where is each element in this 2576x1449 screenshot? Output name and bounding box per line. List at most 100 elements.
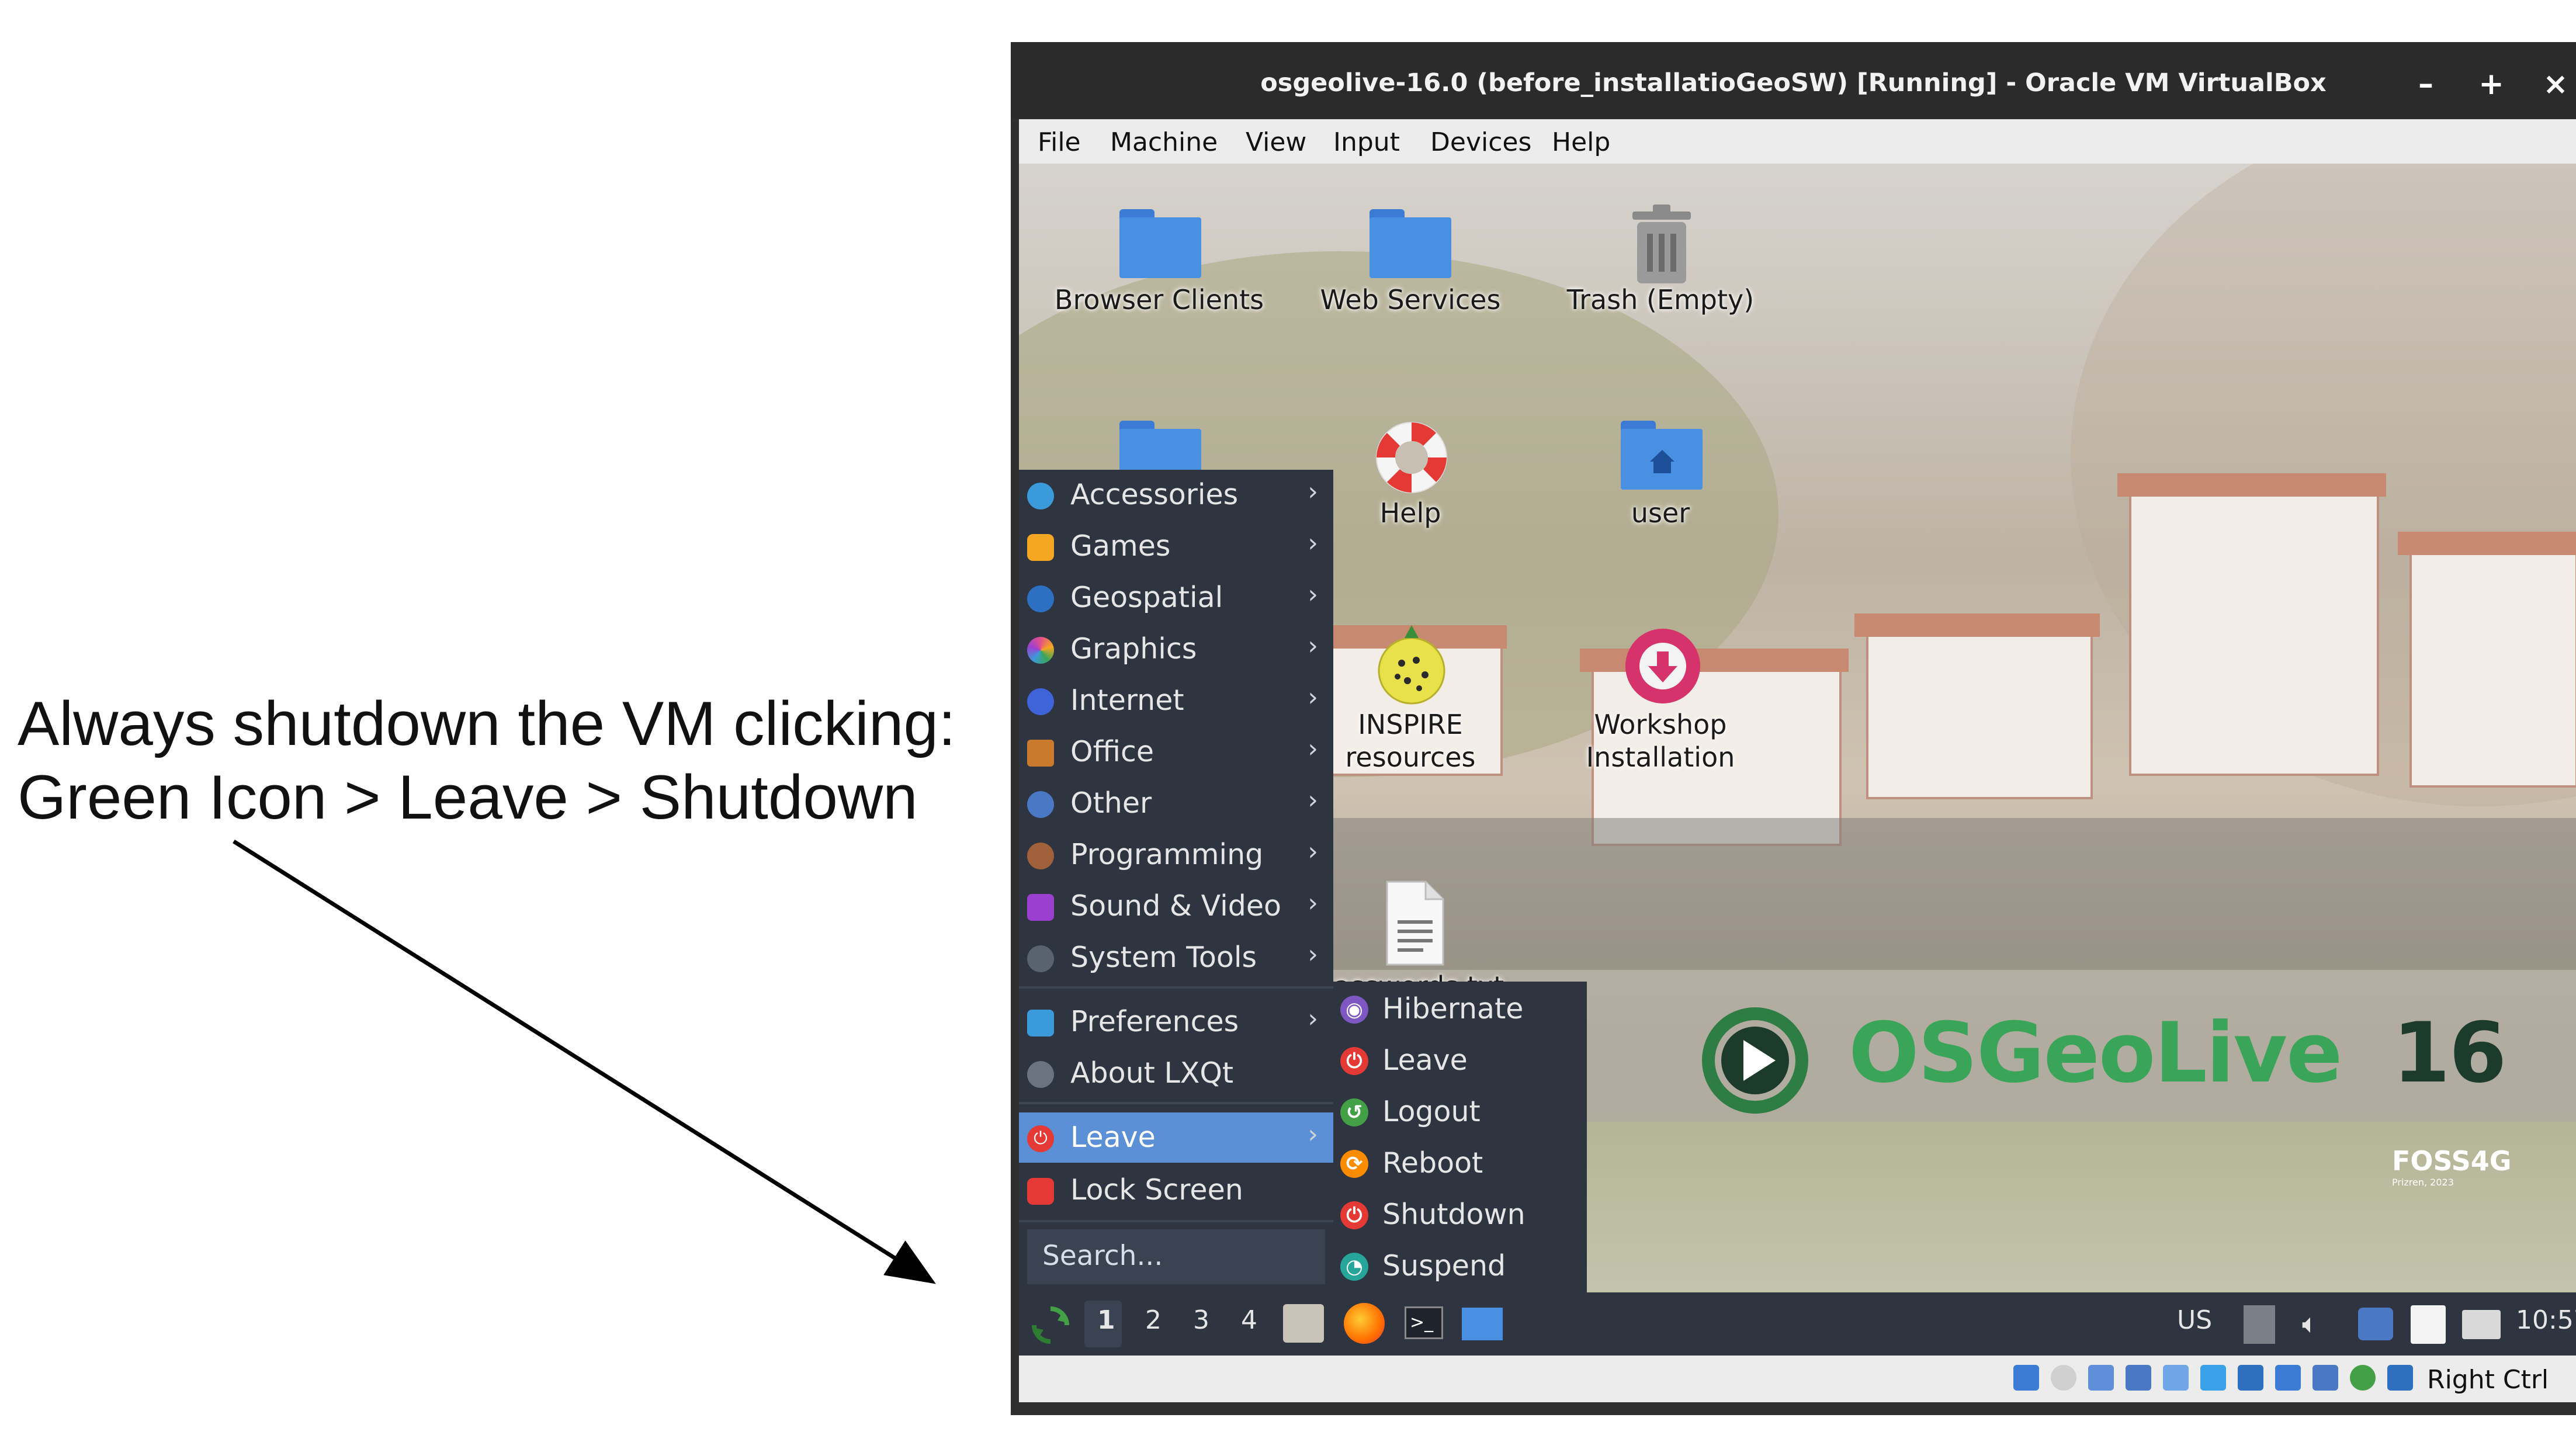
submenu-item-label: Shutdown bbox=[1382, 1198, 1526, 1231]
menu-item-games[interactable]: Games › bbox=[1019, 521, 1333, 571]
games-icon bbox=[1027, 534, 1054, 561]
hard-disk-icon[interactable] bbox=[2013, 1365, 2039, 1391]
desktop-icon-user[interactable]: user bbox=[1631, 497, 1690, 529]
osgeolive-text: OSGeoLive bbox=[1849, 1005, 2342, 1101]
desktop-icon-trash[interactable]: Trash (Empty) bbox=[1566, 284, 1755, 316]
desktop-icon-help[interactable]: Help bbox=[1379, 497, 1441, 529]
trash-icon[interactable] bbox=[1627, 204, 1697, 286]
clipboard-icon[interactable] bbox=[2411, 1305, 2446, 1344]
workspace-3[interactable]: 3 bbox=[1193, 1305, 1209, 1335]
menu-item-system-tools[interactable]: System Tools › bbox=[1019, 933, 1333, 983]
text-file-icon[interactable] bbox=[1385, 879, 1445, 967]
cpu-icon[interactable] bbox=[2312, 1365, 2338, 1391]
submenu-item-reboot[interactable]: ⟳ Reboot bbox=[1333, 1138, 1587, 1188]
guest-additions-icon[interactable] bbox=[2350, 1365, 2376, 1391]
volume-icon[interactable]: 🔈︎ bbox=[2302, 1308, 2318, 1339]
optical-drive-icon[interactable] bbox=[2051, 1365, 2076, 1391]
menu-search-input[interactable]: Search... bbox=[1027, 1229, 1325, 1284]
minimize-button[interactable]: – bbox=[2418, 67, 2433, 102]
menu-item-programming[interactable]: Programming › bbox=[1019, 830, 1333, 880]
menu-item-label: Office bbox=[1070, 735, 1154, 768]
inspire-icon[interactable] bbox=[1375, 625, 1448, 707]
logout-icon: ↺ bbox=[1340, 1098, 1368, 1126]
menu-item-geospatial[interactable]: Geospatial › bbox=[1019, 573, 1333, 623]
file-manager-icon[interactable] bbox=[1283, 1304, 1324, 1343]
terminal-icon[interactable]: >_ bbox=[1405, 1306, 1443, 1339]
desktop-icon-web-services[interactable]: Web Services bbox=[1320, 284, 1501, 316]
shared-folders-icon[interactable] bbox=[2200, 1365, 2226, 1391]
menu-devices[interactable]: Devices bbox=[1430, 127, 1532, 157]
network-adapter-icon[interactable] bbox=[2126, 1365, 2151, 1391]
reboot-icon: ⟳ bbox=[1340, 1150, 1368, 1178]
menu-input[interactable]: Input bbox=[1333, 127, 1400, 157]
menu-item-internet[interactable]: Internet › bbox=[1019, 675, 1333, 726]
osgeolive-version: 16 bbox=[2392, 1005, 2507, 1101]
office-icon bbox=[1027, 740, 1054, 767]
display-icon[interactable] bbox=[2238, 1365, 2263, 1391]
show-desktop-icon[interactable] bbox=[1462, 1308, 1503, 1340]
chevron-right-icon: › bbox=[1308, 1119, 1318, 1149]
pointer-arrow bbox=[233, 840, 936, 1284]
menu-item-label: Accessories bbox=[1070, 478, 1239, 511]
submenu-item-leave[interactable]: ⏻ Leave bbox=[1333, 1035, 1587, 1086]
lock-icon bbox=[1027, 1178, 1054, 1205]
menu-item-label: Lock Screen bbox=[1070, 1173, 1243, 1207]
maximize-button[interactable]: + bbox=[2478, 67, 2504, 102]
mouse-integration-icon[interactable] bbox=[2387, 1365, 2413, 1391]
lifebuoy-icon[interactable] bbox=[1372, 418, 1451, 497]
menu-item-label: Programming bbox=[1070, 838, 1264, 871]
submenu-item-label: Leave bbox=[1382, 1044, 1468, 1077]
workspace-4[interactable]: 4 bbox=[1241, 1305, 1257, 1335]
menu-item-lock-screen[interactable]: Lock Screen bbox=[1019, 1165, 1333, 1215]
recording-icon[interactable] bbox=[2275, 1365, 2301, 1391]
submenu-item-shutdown[interactable]: ⏻ Shutdown bbox=[1333, 1190, 1587, 1240]
window-title: osgeolive-16.0 (before_installatioGeoSW)… bbox=[1260, 68, 2327, 98]
home-folder-icon[interactable] bbox=[1621, 421, 1703, 490]
power-icon: ⏻ bbox=[1027, 1125, 1054, 1152]
menu-help[interactable]: Help bbox=[1552, 127, 1611, 157]
menu-file[interactable]: File bbox=[1038, 127, 1081, 157]
chevron-right-icon: › bbox=[1308, 785, 1318, 815]
start-menu-button[interactable] bbox=[1031, 1305, 1070, 1345]
menu-item-office[interactable]: Office › bbox=[1019, 727, 1333, 777]
menu-machine[interactable]: Machine bbox=[1110, 127, 1218, 157]
folder-icon[interactable] bbox=[1119, 209, 1201, 278]
foss4g-subtext: Prizren, 2023 bbox=[2392, 1177, 2454, 1188]
menu-separator bbox=[1019, 1220, 1333, 1222]
menu-item-label: Other bbox=[1070, 786, 1152, 820]
submenu-item-logout[interactable]: ↺ Logout bbox=[1333, 1087, 1587, 1137]
audio-icon[interactable] bbox=[2088, 1365, 2114, 1391]
desktop-icon-inspire[interactable]: INSPIRE resources bbox=[1288, 708, 1533, 774]
menu-item-graphics[interactable]: Graphics › bbox=[1019, 624, 1333, 674]
menu-item-other[interactable]: Other › bbox=[1019, 778, 1333, 829]
usb-icon[interactable] bbox=[2163, 1365, 2189, 1391]
submenu-item-hibernate[interactable]: ◉ Hibernate bbox=[1333, 984, 1587, 1034]
menu-item-sound-video[interactable]: Sound & Video › bbox=[1019, 881, 1333, 931]
workspace-2[interactable]: 2 bbox=[1145, 1305, 1162, 1335]
network-icon[interactable] bbox=[2462, 1310, 2501, 1339]
firefox-icon[interactable] bbox=[1344, 1303, 1385, 1344]
menu-item-about-lxqt[interactable]: About LXQt bbox=[1019, 1048, 1333, 1098]
menu-item-leave[interactable]: ⏻ Leave › bbox=[1019, 1112, 1333, 1163]
close-button[interactable]: × bbox=[2543, 67, 2568, 102]
workspace-1[interactable]: 1 bbox=[1097, 1305, 1115, 1335]
submenu-item-suspend[interactable]: ◔ Suspend bbox=[1333, 1241, 1587, 1291]
chevron-right-icon: › bbox=[1308, 888, 1318, 918]
menu-item-label: Sound & Video bbox=[1070, 889, 1281, 923]
menu-item-label: Preferences bbox=[1070, 1005, 1239, 1038]
programming-icon bbox=[1027, 843, 1054, 869]
hibernate-icon: ◉ bbox=[1340, 996, 1368, 1024]
menu-item-accessories[interactable]: Accessories › bbox=[1019, 470, 1333, 520]
eject-icon[interactable] bbox=[2244, 1305, 2275, 1344]
download-icon[interactable] bbox=[1622, 625, 1704, 707]
desktop-icon-browser-clients[interactable]: Browser Clients bbox=[1054, 284, 1264, 316]
guest-taskbar: 1 2 3 4 >_ US 🔈︎ 10:57 bbox=[1019, 1292, 2576, 1356]
keyboard-layout[interactable]: US bbox=[2177, 1305, 2213, 1335]
menu-item-preferences[interactable]: Preferences › bbox=[1019, 997, 1333, 1047]
menu-view[interactable]: View bbox=[1246, 127, 1307, 157]
desktop-icon-workshop[interactable]: Workshop Installation bbox=[1538, 708, 1783, 774]
instruction-line-1: Always shutdown the VM clicking: bbox=[18, 688, 956, 758]
leave-submenu: ◉ Hibernate ⏻ Leave ↺ Logout ⟳ Reboot ⏻ … bbox=[1333, 982, 1587, 1292]
notification-icon[interactable] bbox=[2358, 1308, 2393, 1340]
folder-icon[interactable] bbox=[1370, 209, 1451, 278]
